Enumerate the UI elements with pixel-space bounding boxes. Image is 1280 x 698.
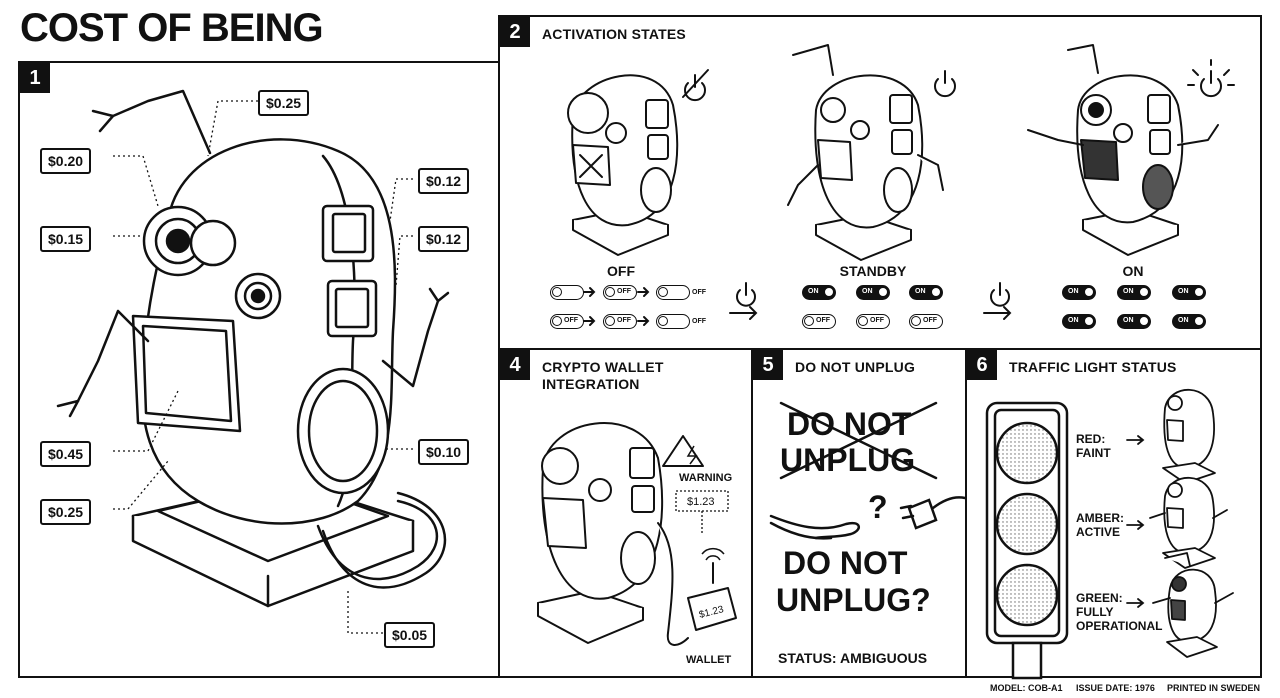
toggle-label-off: OFF bbox=[692, 289, 706, 296]
toggle-switch-on[interactable]: ON bbox=[1117, 285, 1151, 300]
wallet-label: WALLET bbox=[686, 654, 732, 666]
toggle-switch-on[interactable]: ON bbox=[856, 285, 890, 300]
toggle-switch-on[interactable]: ON bbox=[1062, 285, 1096, 300]
robot-illustration bbox=[56, 89, 450, 634]
state-label-standby: STANDBY bbox=[839, 263, 907, 279]
panel-title: TRAFFIC LIGHT STATUS bbox=[1009, 359, 1177, 375]
price-tag-cable: $0.05 bbox=[384, 622, 436, 648]
panel-number: 4 bbox=[500, 350, 530, 380]
panel-do-not-unplug: 5 DO NOT UNPLUG bbox=[751, 348, 967, 678]
toggle-switch-on[interactable]: ON bbox=[909, 285, 943, 300]
toggle-switch-on[interactable]: ON bbox=[1062, 314, 1096, 329]
panel-number: 6 bbox=[967, 350, 997, 380]
panel-number: 5 bbox=[753, 350, 783, 380]
price-tag-panel-upper: $0.12 bbox=[418, 168, 470, 194]
footer-printed: PRINTED IN SWEDEN bbox=[1167, 683, 1261, 693]
warning-label: WARNING bbox=[679, 472, 733, 484]
toggle-switch-on[interactable]: ON bbox=[1172, 285, 1206, 300]
unplug-question-line: UNPLUG? bbox=[776, 582, 931, 618]
footer-issue-date: ISSUE DATE: 1976 bbox=[1076, 683, 1155, 693]
state-label-on: ON bbox=[1122, 263, 1144, 279]
state-label-off: OFF bbox=[607, 263, 635, 279]
panel-number: 1 bbox=[20, 63, 50, 93]
price-tag-base: $0.25 bbox=[40, 499, 92, 525]
traffic-light-illustration bbox=[985, 388, 1234, 680]
toggle-switch-off[interactable] bbox=[656, 314, 690, 329]
price-tag-eye-left: $0.20 bbox=[40, 148, 92, 174]
price-tag-top: $0.25 bbox=[258, 90, 310, 116]
toggle-switch-on[interactable]: ON bbox=[802, 285, 836, 300]
wallet-illustration bbox=[537, 422, 737, 646]
status-text: STATUS: AMBIGUOUS bbox=[778, 650, 928, 666]
traffic-label-red: RED: FAINT bbox=[1076, 432, 1111, 460]
panel-title: ACTIVATION STATES bbox=[542, 26, 686, 42]
price-tag-speaker: $0.10 bbox=[418, 439, 470, 465]
footer-model: MODEL: COB-A1 bbox=[990, 683, 1063, 693]
toggle-switch-off[interactable]: OFF bbox=[550, 314, 584, 329]
question-mark: ? bbox=[868, 489, 888, 525]
toggle-switch-on[interactable]: ON bbox=[1172, 314, 1206, 329]
toggle-switch-off[interactable] bbox=[550, 285, 584, 300]
do-not-line: DO NOT bbox=[783, 545, 908, 581]
toggle-switch-off[interactable]: OFF bbox=[909, 314, 943, 329]
toggle-label-off: OFF bbox=[692, 318, 706, 325]
panel-title: CRYPTO WALLET INTEGRATION bbox=[542, 359, 664, 392]
toggle-switch-off[interactable]: OFF bbox=[603, 285, 637, 300]
price-tag-eye: $0.15 bbox=[40, 226, 92, 252]
cross-out-marks bbox=[769, 401, 967, 540]
toggle-switch-off[interactable]: OFF bbox=[603, 314, 637, 329]
panel-number: 2 bbox=[500, 17, 530, 47]
panel-title: DO NOT UNPLUG bbox=[795, 359, 916, 375]
page-title: COST OF BEING bbox=[20, 6, 324, 50]
crossed-text-line2: UNPLUG bbox=[780, 442, 916, 478]
activation-robots bbox=[567, 44, 1235, 326]
traffic-label-green: GREEN: FULLY OPERATIONAL bbox=[1076, 591, 1163, 633]
wallet-balance: $1.23 bbox=[687, 496, 715, 508]
price-tag-panel-lower: $0.12 bbox=[418, 226, 470, 252]
price-tag-screen: $0.45 bbox=[40, 441, 92, 467]
toggle-switch-off[interactable]: OFF bbox=[802, 314, 836, 329]
toggle-switch-off[interactable] bbox=[656, 285, 690, 300]
toggle-switch-on[interactable]: ON bbox=[1117, 314, 1151, 329]
toggle-switch-off[interactable]: OFF bbox=[856, 314, 890, 329]
traffic-label-amber: AMBER: ACTIVE bbox=[1076, 511, 1124, 539]
